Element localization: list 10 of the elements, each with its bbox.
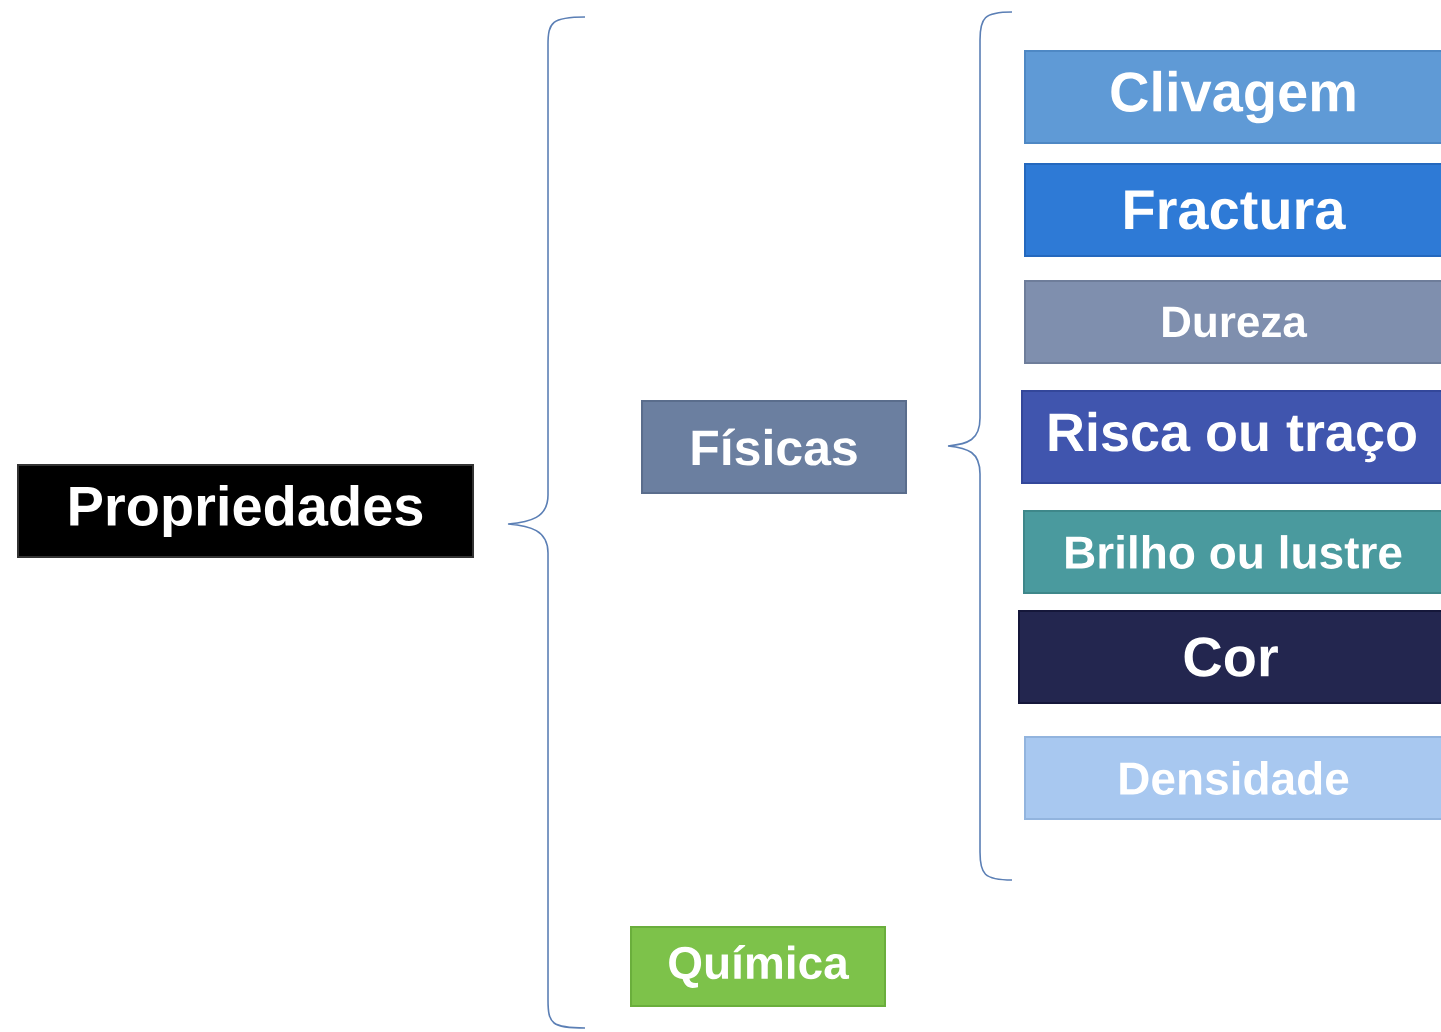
- label-box: Fractura: [1024, 163, 1441, 257]
- label-box: Cor: [1018, 610, 1441, 704]
- label-box: Físicas: [641, 400, 907, 494]
- label-box: Propriedades: [17, 464, 474, 558]
- label-box: Dureza: [1024, 280, 1441, 364]
- label-box: Química: [630, 926, 886, 1007]
- label-box: Brilho ou lustre: [1023, 510, 1441, 594]
- label-box: Clivagem: [1024, 50, 1441, 144]
- label-box: Densidade: [1024, 736, 1441, 820]
- label-box: Risca ou traço: [1021, 390, 1441, 484]
